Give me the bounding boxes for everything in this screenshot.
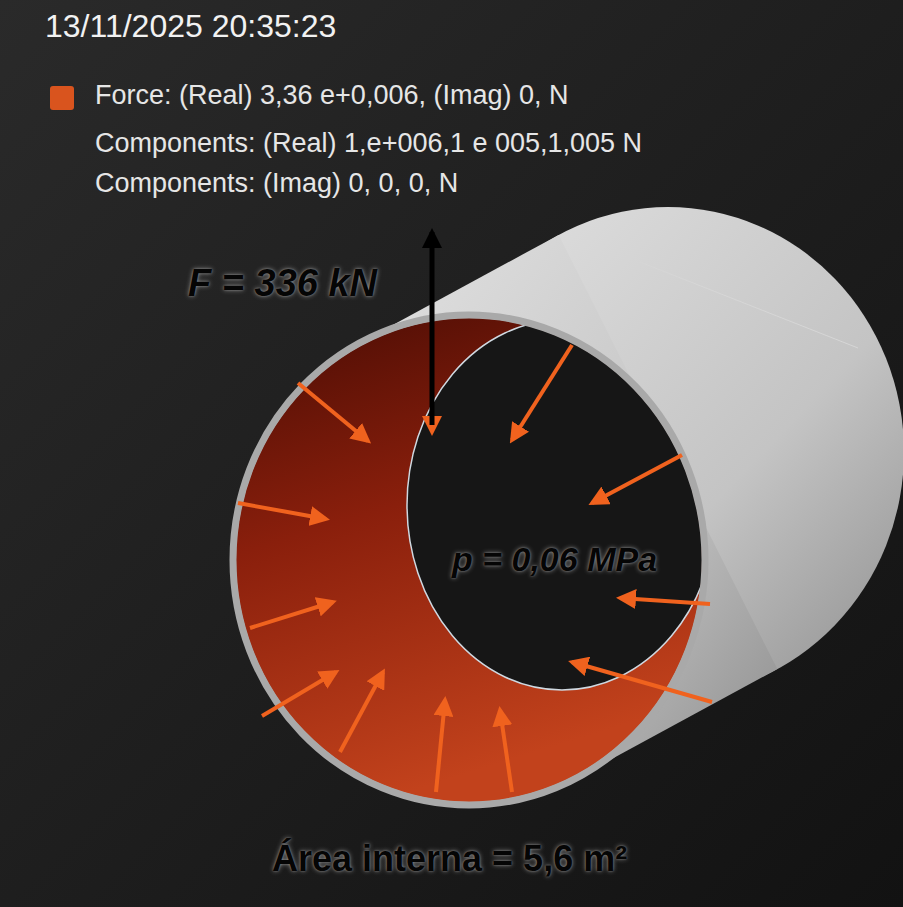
legend-text: Force: (Real) 3,36 e+0,006, (Imag) 0, N: [95, 80, 568, 111]
pressure-arrow: [620, 598, 710, 604]
front-rim: [233, 315, 705, 805]
pressure-arrow: [250, 602, 333, 628]
force-value: F = 336 kN: [188, 262, 377, 306]
pressure-arrow: [572, 662, 712, 702]
back-opening: [407, 320, 717, 690]
pressure-arrow: [436, 700, 445, 792]
area-value: Área interna = 5,6 m²: [272, 838, 627, 879]
pressure-arrow: [592, 455, 682, 503]
shell-seam: [640, 262, 858, 348]
timestamp: 13/11/2025 20:35:23: [45, 8, 336, 45]
force-arrow-line: [430, 232, 435, 425]
pressure-arrow: [340, 672, 383, 752]
pressure-arrows: [238, 345, 712, 792]
pressure-arrow: [238, 503, 326, 519]
force-arrow: [432, 232, 433, 425]
pressure-arrow: [512, 345, 572, 440]
pressure-arrow: [500, 710, 512, 792]
pressure-arrow: [262, 672, 336, 716]
components-imag: Components: (Imag) 0, 0, 0, N: [95, 168, 458, 199]
components-real: Components: (Real) 1,e+006,1 e 005,1,005…: [95, 128, 642, 159]
pressure-arrow: [298, 383, 368, 441]
pressure-value: p = 0,06 MPa: [452, 540, 657, 579]
legend-swatch: [50, 86, 74, 110]
